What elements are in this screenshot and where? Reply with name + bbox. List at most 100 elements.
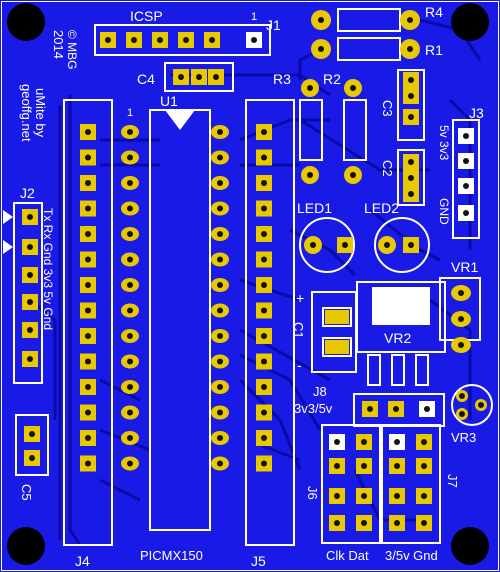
- drill-hole: [127, 205, 133, 212]
- drill-hole: [27, 214, 33, 220]
- drill-hole: [127, 333, 133, 339]
- j3-outline: [452, 119, 480, 239]
- drill-hole: [127, 154, 133, 161]
- trace: [99, 378, 141, 402]
- label-j3: J3: [469, 105, 484, 121]
- drill-hole: [463, 183, 469, 189]
- drill-hole: [27, 356, 33, 362]
- drill-hole: [421, 439, 427, 445]
- led2-outline: [374, 217, 430, 273]
- drill-hole: [27, 244, 33, 250]
- u1-pin1-notch: [165, 110, 195, 130]
- label-icsp: ICSP: [130, 8, 163, 24]
- drill-hole: [408, 159, 414, 165]
- label-vr2: VR2: [384, 330, 411, 346]
- drill-hole: [127, 282, 133, 288]
- drill-hole: [261, 333, 267, 339]
- drill-hole: [361, 493, 367, 499]
- label-c5: C5: [19, 484, 34, 501]
- label-c1-minus: -: [297, 357, 302, 373]
- drill-hole: [217, 333, 223, 339]
- r3-body: [299, 99, 323, 161]
- drill-hole: [217, 409, 223, 416]
- trace: [68, 95, 82, 546]
- vr3-outline: [451, 384, 493, 426]
- drill-hole: [251, 37, 257, 43]
- mounting-hole: [7, 3, 45, 41]
- drill-hole: [261, 205, 267, 212]
- drill-hole: [127, 256, 133, 263]
- drill-hole: [217, 256, 223, 263]
- drill-hole: [261, 231, 267, 237]
- vr2-leg-2: [391, 354, 405, 386]
- j2-arrow-1: [3, 210, 13, 224]
- drill-hole: [421, 493, 427, 499]
- drill-hole: [350, 172, 356, 178]
- drill-hole: [261, 384, 267, 390]
- label-j1-pin1: 1: [251, 11, 257, 23]
- drill-hole: [459, 393, 465, 399]
- j2-outline: [13, 202, 43, 384]
- drill-hole: [27, 272, 33, 278]
- drill-hole: [458, 316, 464, 322]
- drill-hole: [127, 384, 133, 390]
- drill-hole: [217, 282, 223, 288]
- drill-hole: [27, 299, 33, 305]
- drill-hole: [261, 460, 267, 467]
- trace: [99, 478, 141, 502]
- label-c2: C2: [380, 160, 395, 177]
- drill-hole: [131, 37, 137, 43]
- drill-hole: [261, 358, 267, 365]
- drill-hole: [394, 463, 400, 469]
- drill-hole: [261, 307, 267, 314]
- drill-hole: [127, 409, 133, 416]
- trace: [29, 298, 57, 420]
- label-j3-gnd: GND: [437, 198, 451, 225]
- drill-hole: [407, 46, 413, 52]
- drill-hole: [29, 455, 35, 461]
- label-j3-pins: 5v 3v3: [437, 125, 451, 161]
- drill-hole: [217, 231, 223, 237]
- drill-hole: [463, 133, 469, 139]
- drill-hole: [217, 180, 223, 186]
- drill-hole: [85, 333, 91, 339]
- drill-hole: [217, 435, 223, 441]
- drill-hole: [85, 358, 91, 365]
- drill-hole: [408, 114, 414, 120]
- drill-hole: [361, 463, 367, 469]
- label-c1-plus: +: [296, 290, 304, 306]
- label-copyright: © MBG: [65, 30, 79, 70]
- drill-hole: [334, 520, 340, 526]
- drill-hole: [85, 307, 91, 314]
- drill-hole: [209, 37, 215, 43]
- drill-hole: [408, 77, 414, 83]
- drill-hole: [105, 37, 111, 43]
- drill-hole: [85, 231, 91, 237]
- label-c4: C4: [137, 71, 155, 87]
- drill-hole: [178, 74, 184, 80]
- label-led1: LED1: [297, 200, 332, 216]
- led1-outline: [299, 217, 355, 273]
- drill-hole: [408, 242, 414, 248]
- trace: [289, 228, 357, 277]
- label-vr1: VR1: [451, 259, 478, 275]
- drill-hole: [261, 129, 267, 135]
- silkscreen: [3, 8, 493, 546]
- label-c3: C3: [380, 100, 395, 117]
- drill-hole: [424, 406, 430, 412]
- drill-hole: [217, 205, 223, 212]
- drill-hole: [318, 46, 324, 52]
- drill-hole: [127, 358, 133, 365]
- drill-hole: [85, 154, 91, 161]
- drill-hole: [217, 384, 223, 390]
- pads: [7, 3, 489, 565]
- label-j8: J8: [313, 384, 327, 399]
- drill-hole: [217, 460, 223, 467]
- drill-hole: [85, 282, 91, 288]
- drill-hole: [307, 172, 313, 178]
- j1-outline: [94, 24, 271, 56]
- c1-pad: [325, 340, 349, 354]
- label-picmx: PICMX150: [140, 548, 203, 563]
